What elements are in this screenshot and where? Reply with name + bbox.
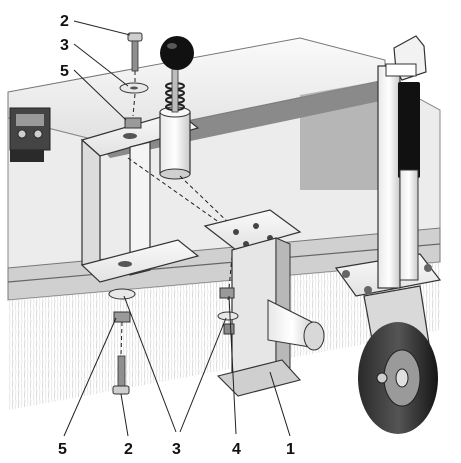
callout-bottom-5: 5 [58, 441, 67, 458]
bracket-right-leg [129, 141, 151, 276]
bottom-fasteners [108, 288, 136, 395]
leader-lines [63, 20, 291, 437]
leader-top-5 [73, 69, 127, 121]
callout-bottom-4: 4 [232, 441, 241, 458]
spring-pin-assembly [159, 36, 194, 180]
bracket-bottom-hole [118, 261, 132, 267]
leader-top-3 [73, 43, 129, 87]
bottom-washer [108, 288, 136, 300]
leader-bottom-2 [120, 393, 129, 437]
callout-top-3: 3 [60, 37, 69, 54]
top-nut [124, 117, 142, 129]
callout-bottom-2: 2 [124, 441, 133, 458]
leader-bottom-5 [63, 317, 117, 437]
leader-bottom-3a [123, 295, 177, 433]
pin-housing-tube [159, 111, 191, 175]
caster-grip-sleeve [398, 82, 420, 178]
hood-side-shadow [300, 80, 385, 190]
callout-bottom-3: 3 [172, 441, 181, 458]
brush-bristles [8, 262, 440, 410]
left-hinge-bracket [9, 107, 51, 162]
callout-top-2: 2 [60, 13, 69, 30]
top-bolt-head [127, 32, 143, 42]
callout-top-5: 5 [60, 63, 69, 80]
callout-labels: 2 3 5 5 2 3 4 1 [58, 13, 295, 458]
mounting-bracket [80, 111, 200, 283]
caster-assembly [334, 35, 442, 434]
bottom-nut [113, 311, 131, 323]
bristle-field [8, 262, 440, 410]
bristle-fade [8, 262, 440, 410]
bracket-left-leg [81, 138, 101, 277]
caster-post [377, 65, 401, 289]
bottom-bolt-head [112, 385, 130, 395]
pivot-base [216, 359, 302, 397]
top-bolt-shank [131, 40, 139, 72]
callout-bottom-1: 1 [286, 441, 295, 458]
pivot-housing [203, 209, 325, 397]
leader-bottom-4 [228, 295, 237, 435]
leader-bottom-3b [179, 317, 227, 433]
leader-bottom-1 [269, 371, 291, 437]
bracket-top-hole [123, 133, 137, 139]
sweeper-body [7, 37, 441, 301]
leader-top-2 [73, 20, 131, 36]
bottom-bolt-shank [117, 355, 126, 387]
mid-fasteners [217, 287, 239, 335]
pivot-top-plate [203, 209, 302, 251]
bracket-bottom-plate [80, 239, 200, 283]
knob-icon [160, 36, 194, 70]
hood-skirt-edge [7, 243, 441, 283]
